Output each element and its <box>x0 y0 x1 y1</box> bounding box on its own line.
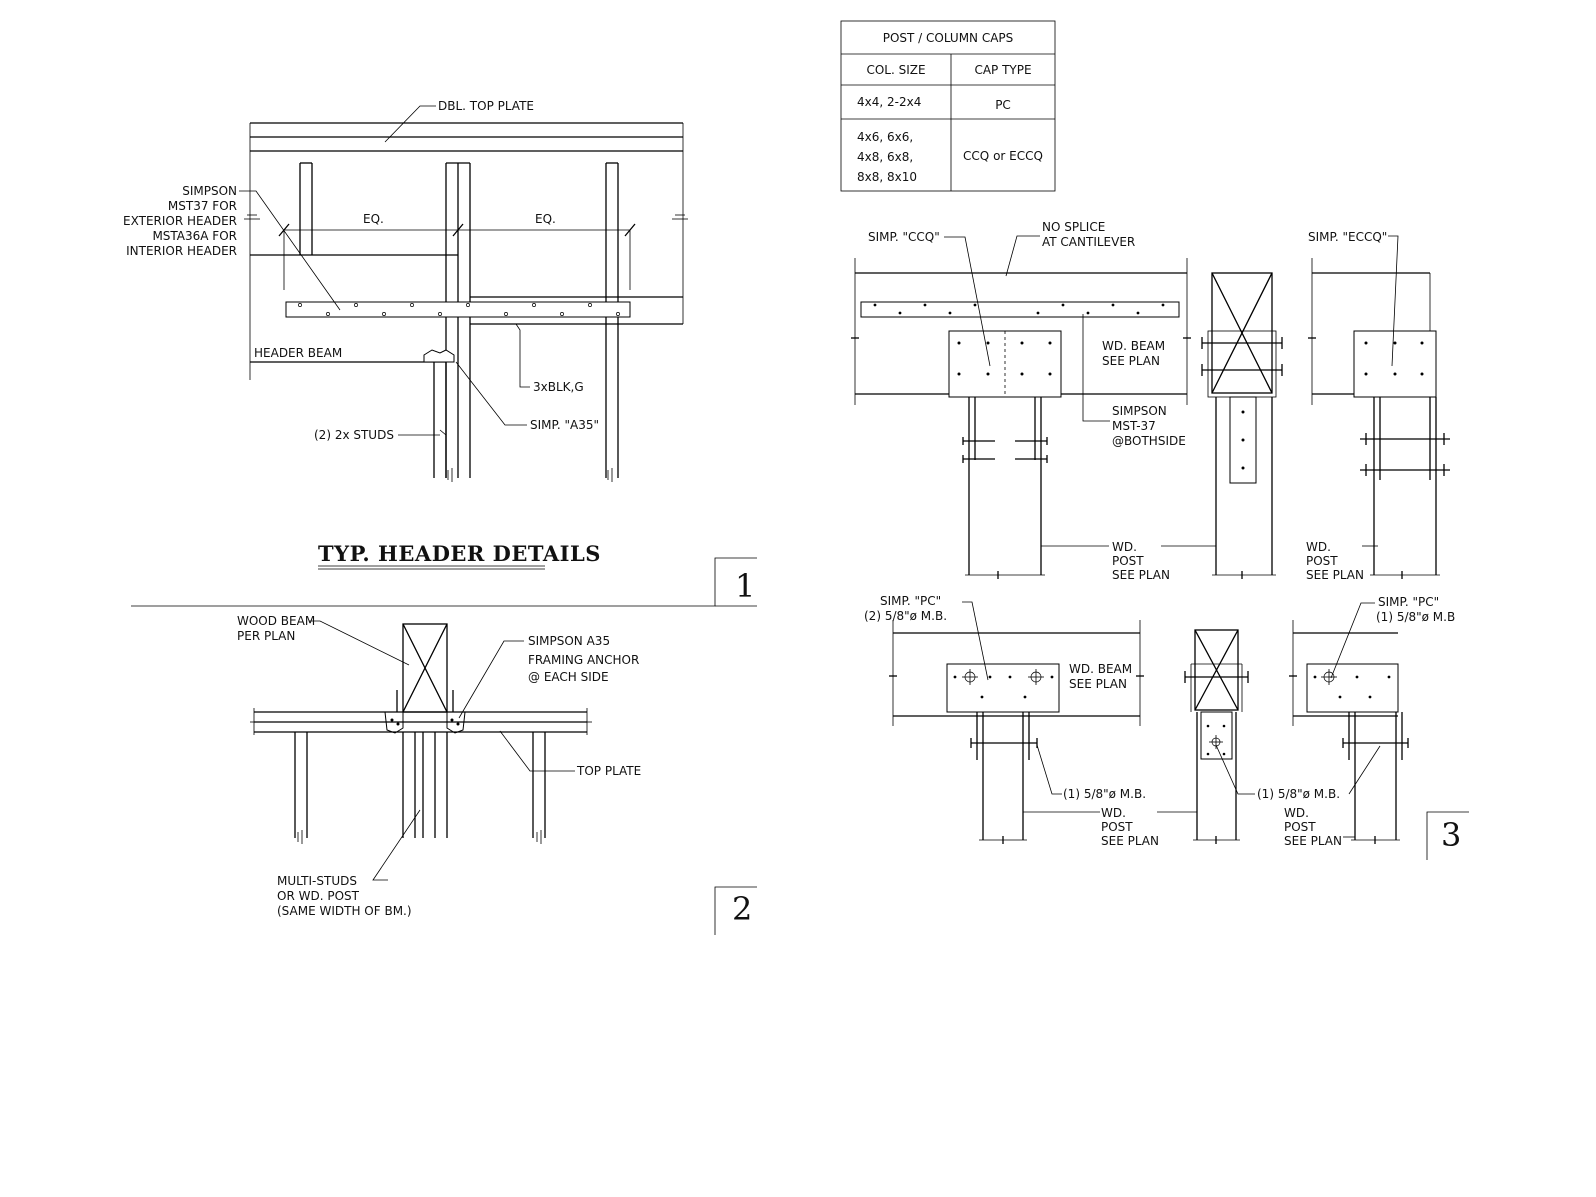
label-mb-mid: (1) 5/8"ø M.B. <box>1257 787 1340 801</box>
table-cell: CCQ or ECCQ <box>963 149 1043 163</box>
label-post-d-see-plan: SEE PLAN <box>1284 834 1342 848</box>
label-see-plan: SEE PLAN <box>1102 354 1160 368</box>
table-cell: 8x8, 8x10 <box>857 170 917 184</box>
label-header-beam: HEADER BEAM <box>254 346 342 360</box>
label-same-width: (SAME WIDTH OF BM.) <box>277 904 412 918</box>
label-mb-left-top: (2) 5/8"ø M.B. <box>864 609 947 623</box>
label-simpson-mst: SIMPSON <box>1112 404 1167 418</box>
label-msta36a: MSTA36A FOR <box>152 229 237 243</box>
label-post-b-post: POST <box>1306 554 1338 568</box>
strap-nail-holes <box>298 303 620 316</box>
label-wd-beam-2: WD. BEAM <box>1069 662 1132 676</box>
label-mst37: MST37 FOR <box>168 199 237 213</box>
label-bothside: @BOTHSIDE <box>1112 434 1186 448</box>
label-interior-header: INTERIOR HEADER <box>126 244 237 258</box>
table-header-cap-type: CAP TYPE <box>974 63 1031 77</box>
label-post-d-wd: WD. <box>1284 806 1309 820</box>
label-post-a-post: POST <box>1112 554 1144 568</box>
label-simpson-a35: SIMPSON A35 <box>528 634 610 648</box>
table-cell: 4x4, 2-2x4 <box>857 95 921 109</box>
label-simp-pc-right: SIMP. "PC" <box>1378 595 1439 609</box>
label-wd-beam: WD. BEAM <box>1102 339 1165 353</box>
label-2x-studs: (2) 2x STUDS <box>314 428 394 442</box>
label-see-plan-2: SEE PLAN <box>1069 677 1127 691</box>
label-simp-eccq: SIMP. "ECCQ" <box>1308 230 1387 244</box>
label-no-splice: NO SPLICE <box>1042 220 1105 234</box>
label-dbl-top-plate: DBL. TOP PLATE <box>438 99 534 113</box>
detail-2-number: 2 <box>732 890 752 928</box>
detail-3-column-caps: SIMP. "CCQ" NO SPLICE AT CANTILEVER SIMP… <box>851 220 1469 860</box>
detail-1-number: 1 <box>735 567 755 605</box>
label-at-cantilever: AT CANTILEVER <box>1042 235 1135 249</box>
label-post-c-post: POST <box>1101 820 1133 834</box>
column-caps-table: POST / COLUMN CAPS COL. SIZE CAP TYPE 4x… <box>840 20 1056 192</box>
label-simp-pc-left: SIMP. "PC" <box>880 594 941 608</box>
label-post-c-see-plan: SEE PLAN <box>1101 834 1159 848</box>
label-mb-left: (1) 5/8"ø M.B. <box>1063 787 1146 801</box>
label-3xblk: 3xBLK,G <box>533 380 584 394</box>
table-cell: 4x8, 6x8, <box>857 150 913 164</box>
label-exterior-header: EXTERIOR HEADER <box>123 214 237 228</box>
label-simpson: SIMPSON <box>182 184 237 198</box>
label-post-b-see-plan: SEE PLAN <box>1306 568 1364 582</box>
detail-2-beam-on-plate: WOOD BEAM PER PLAN SIMPSON A35 FRAMING A… <box>237 614 757 935</box>
label-top-plate: TOP PLATE <box>576 764 641 778</box>
label-post-b-wd: WD. <box>1306 540 1331 554</box>
label-post-d-post: POST <box>1284 820 1316 834</box>
detail-1-title: TYP. HEADER DETAILS <box>318 541 601 566</box>
table-cell: 4x6, 6x6, <box>857 130 913 144</box>
detail-1-header: DBL. TOP PLATE SIMPSON MST37 FOR EXTERIO… <box>123 99 757 607</box>
label-framing-anchor: FRAMING ANCHOR <box>528 653 639 667</box>
label-simp-ccq: SIMP. "CCQ" <box>868 230 940 244</box>
label-multi-studs: MULTI-STUDS <box>277 874 357 888</box>
mst-strap-holes <box>873 303 1165 315</box>
table-header-col-size: COL. SIZE <box>866 63 925 77</box>
label-each-side: @ EACH SIDE <box>528 670 609 684</box>
label-eq-right: EQ. <box>535 212 556 226</box>
label-post-c-wd: WD. <box>1101 806 1126 820</box>
label-mb-right-top: (1) 5/8"ø M.B <box>1376 610 1455 624</box>
label-simp-a35: SIMP. "A35" <box>530 418 599 432</box>
label-mst37: MST-37 <box>1112 419 1156 433</box>
label-wood-beam: WOOD BEAM <box>237 614 315 628</box>
label-post-a-wd: WD. <box>1112 540 1137 554</box>
label-per-plan: PER PLAN <box>237 629 295 643</box>
label-post-a-see-plan: SEE PLAN <box>1112 568 1170 582</box>
label-eq-left: EQ. <box>363 212 384 226</box>
table-title: POST / COLUMN CAPS <box>883 31 1014 45</box>
table-cell: PC <box>995 98 1011 112</box>
label-wd-post: OR WD. POST <box>277 889 360 903</box>
detail-3-number: 3 <box>1441 816 1461 854</box>
